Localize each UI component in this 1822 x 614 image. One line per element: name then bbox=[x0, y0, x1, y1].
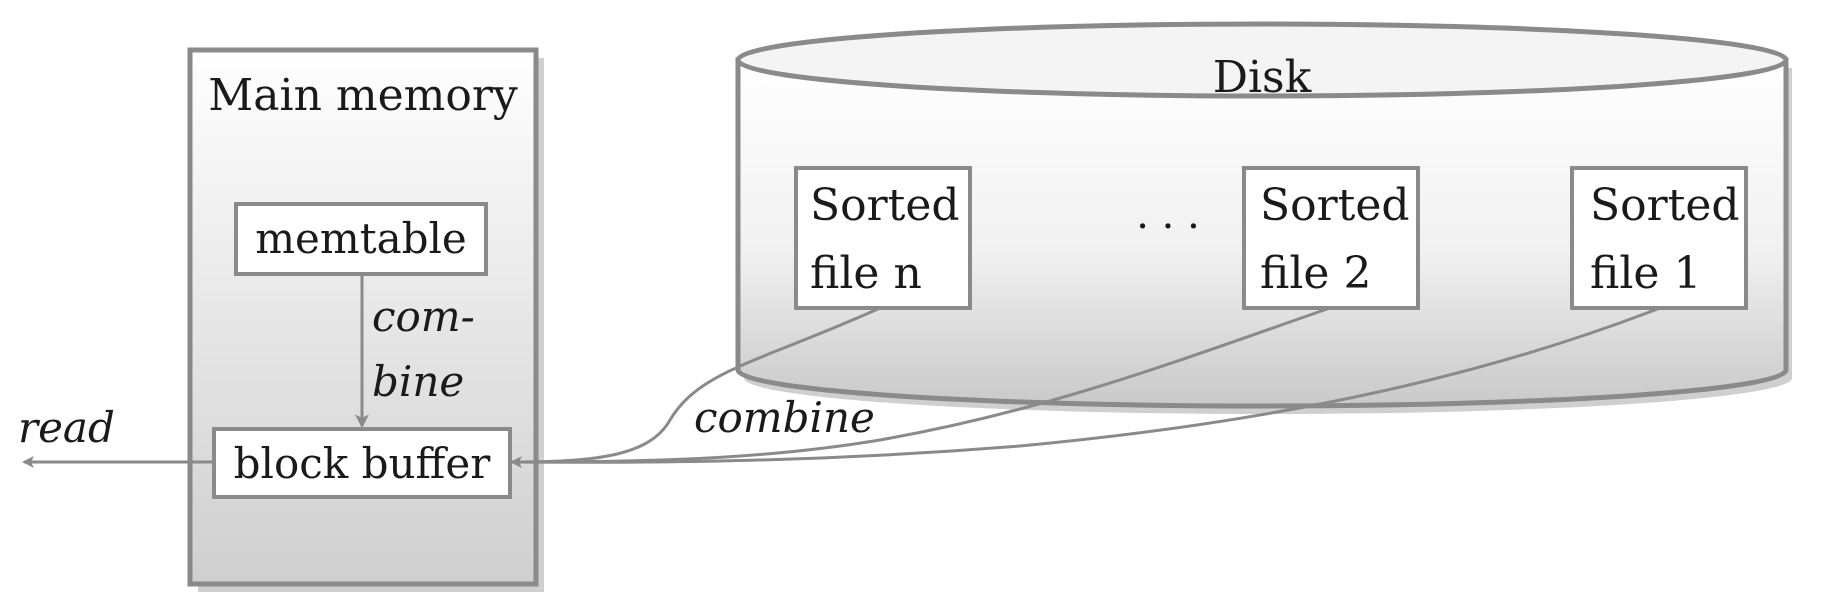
file-ellipsis: · · · bbox=[1136, 204, 1200, 250]
sorted-file-1-line2: file 1 bbox=[1590, 248, 1701, 299]
read-label: read bbox=[18, 403, 115, 452]
sorted-file-n-box bbox=[794, 166, 972, 310]
sorted-file-2-box bbox=[1242, 166, 1420, 310]
combine-curve-file-1 bbox=[510, 306, 1661, 469]
combine-curve-file-n bbox=[511, 306, 881, 464]
combine-vertical-label-2: bine bbox=[372, 357, 464, 406]
block-buffer-box bbox=[212, 427, 512, 499]
combine-label: combine bbox=[694, 393, 875, 442]
disk-title: Disk bbox=[1213, 52, 1312, 103]
sorted-file-n-line2: file n bbox=[810, 248, 922, 299]
sorted-file-n-line1: Sorted bbox=[810, 180, 960, 231]
sorted-file-2-line1: Sorted bbox=[1260, 180, 1410, 231]
main-memory-title: Main memory bbox=[208, 70, 518, 121]
memtable-label: memtable bbox=[255, 214, 467, 263]
sorted-file-2-line2: file 2 bbox=[1260, 248, 1371, 299]
sorted-file-1-box bbox=[1570, 166, 1748, 310]
block-buffer-label: block buffer bbox=[234, 439, 492, 488]
memtable-box bbox=[234, 202, 488, 276]
main-memory-box bbox=[187, 47, 544, 592]
sorted-file-1-line1: Sorted bbox=[1590, 180, 1740, 231]
combine-vertical-label-1: com- bbox=[372, 292, 475, 341]
